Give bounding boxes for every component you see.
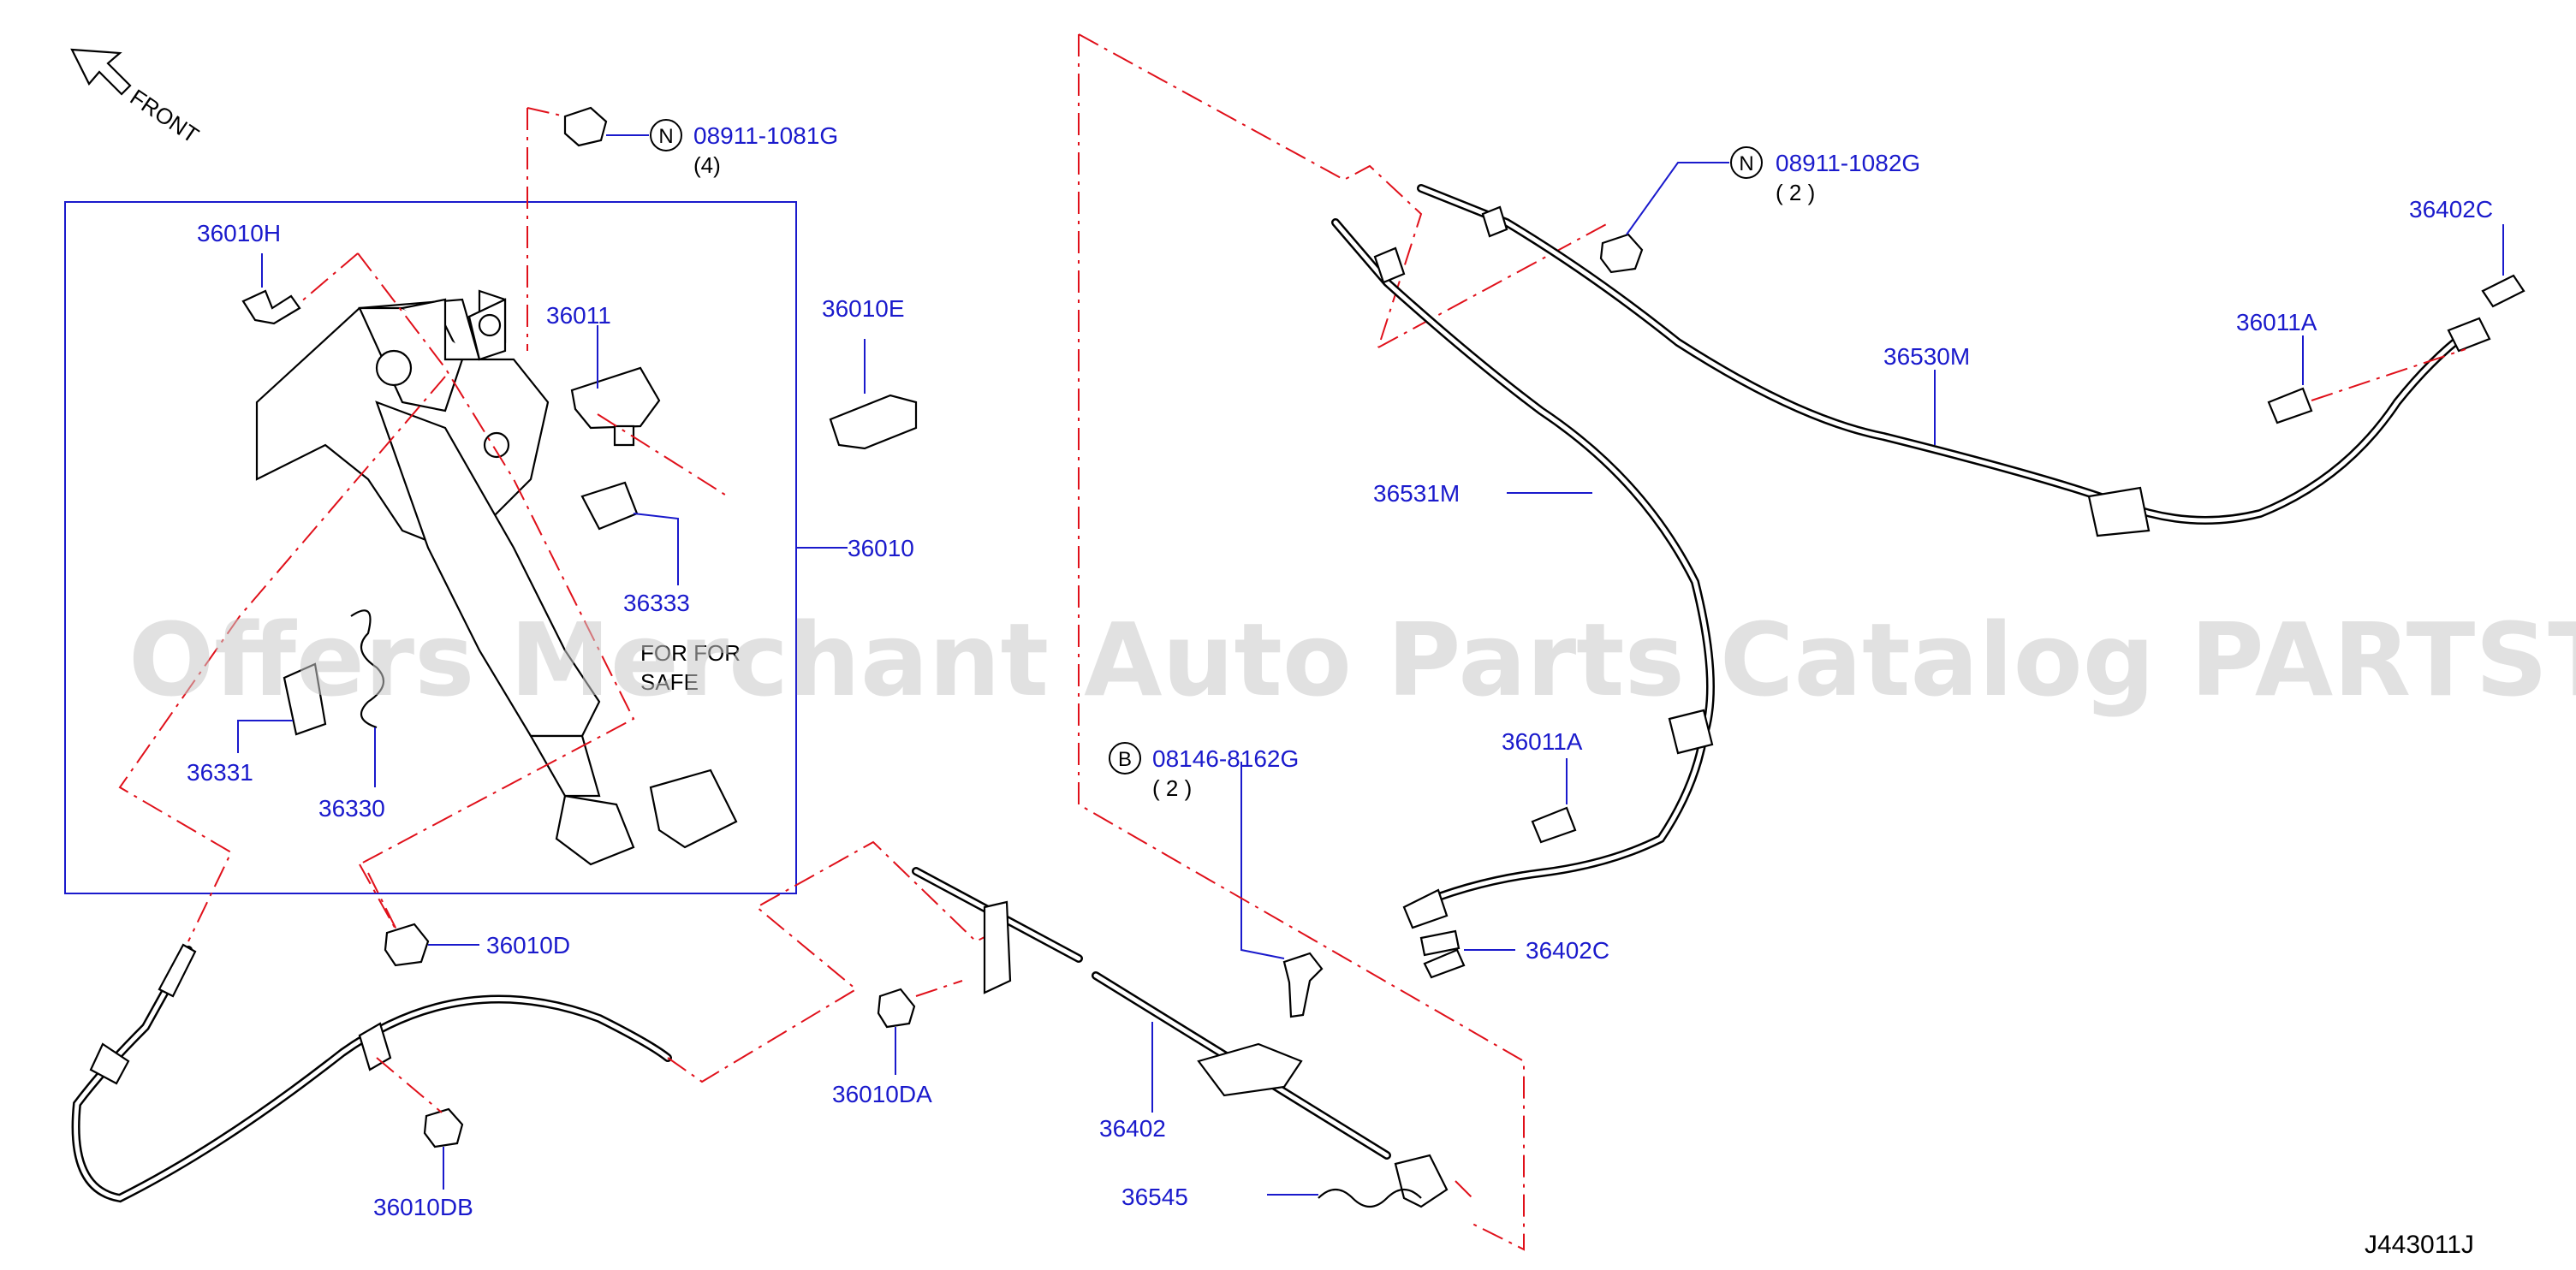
label-36331: 36331 [187, 759, 253, 786]
front-arrow-icon [70, 48, 132, 96]
stopper-part-36333 [580, 481, 639, 531]
cable-end-lower [1419, 929, 1461, 957]
label-36333: 36333 [623, 590, 690, 616]
spring-part-36545 [1318, 1188, 1422, 1208]
b-badge-icon [1109, 742, 1141, 774]
nut-part-08911-1082G [1599, 233, 1644, 274]
watermark-text: Offers Merchant Auto Parts Catalog PARTS… [128, 601, 2576, 719]
label-36531M: 36531M [1373, 480, 1460, 507]
label-36402C-lower: 36402C [1526, 937, 1609, 964]
clip-part-36010E [829, 394, 918, 450]
b-badge-label: B [1118, 748, 1132, 771]
n-badge-2-label: N [1739, 152, 1753, 175]
label-36010DB: 36010DB [373, 1194, 473, 1220]
label-36011A-left: 36011A [1502, 728, 1583, 755]
center-cable-drawing [912, 867, 1449, 1208]
bolt-part-36010H [241, 289, 301, 325]
label-36545: 36545 [1121, 1184, 1188, 1210]
pedal-text-line1: FOR FOR [640, 640, 741, 666]
n-badge-icon [650, 119, 682, 151]
diagram-code: J443011J [2365, 1231, 2474, 1259]
switch-part-36011 [570, 366, 661, 430]
sleeve-part-36402C-lower [1423, 948, 1466, 979]
label-08146-8162G: 08146-8162G [1152, 745, 1299, 772]
n-badge-label: N [658, 125, 673, 148]
front-cable-drawing [71, 943, 672, 1203]
pedal-pad-part [649, 769, 738, 849]
label-36330: 36330 [318, 795, 385, 822]
pedal-text-line2: SAFE [640, 669, 699, 695]
front-label: FRONT [126, 84, 204, 148]
qty-08911-1082G: ( 2 ) [1776, 180, 1815, 205]
sleeve-part-36402C-upper [2481, 274, 2525, 308]
label-36402C-upper: 36402C [2409, 196, 2493, 223]
rear-cable-right-drawing [1417, 184, 2491, 537]
label-36010DA: 36010DA [832, 1081, 932, 1107]
label-36010: 36010 [848, 535, 914, 561]
bushing-part-36331 [283, 662, 327, 736]
bolt-part-36011A-left [1531, 806, 1577, 844]
label-36530M: 36530M [1883, 343, 1970, 370]
rear-cable-left-drawing [1331, 218, 1715, 929]
n-badge-2-icon [1730, 146, 1763, 179]
nut-part-36010D [384, 923, 430, 967]
bolt-part-08146-8162G [1282, 952, 1324, 1018]
pedal-assembly-drawing [255, 289, 635, 866]
qty-08911-1081G: (4) [693, 152, 721, 178]
label-36010H: 36010H [197, 220, 281, 246]
qty-08146-8162G: ( 2 ) [1152, 775, 1192, 801]
label-08911-1081G: 08911-1081G [693, 122, 838, 149]
spring-part-36330 [350, 609, 385, 729]
bolt-part-36011A-right [2267, 387, 2313, 424]
label-36010E: 36010E [822, 295, 905, 322]
nut-part-36010DB [423, 1107, 464, 1148]
label-36011: 36011 [546, 302, 611, 329]
nut-part-08911-1081G [563, 106, 608, 147]
label-08911-1082G: 08911-1082G [1776, 150, 1920, 176]
label-36010D: 36010D [486, 932, 570, 958]
label-36402: 36402 [1099, 1115, 1166, 1142]
nut-part-36010DA [877, 988, 916, 1029]
label-36011A-right: 36011A [2236, 309, 2317, 335]
